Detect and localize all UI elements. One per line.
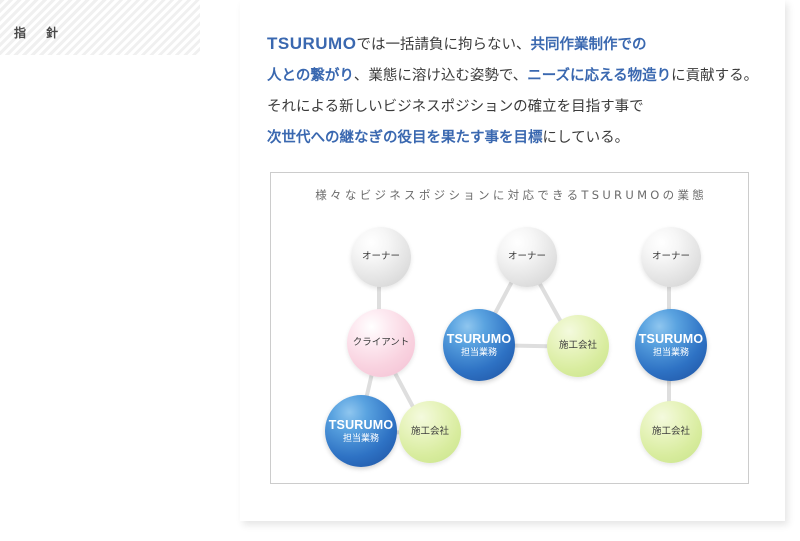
lead-line-4: 次世代への継なぎの役目を果たす事を目標にしている。	[267, 123, 767, 154]
node-tsurumo-sub: 担当業務	[342, 433, 379, 444]
lead-line-2: 人との繋がり、業態に溶け込む姿勢で、ニーズに応える物造りに貢献する。	[267, 61, 767, 92]
lead-line-4-text: にしている。	[542, 130, 630, 146]
node-builder-cluster3: 施工会社	[640, 401, 702, 463]
diagram-title: 様々なビジネスポジションに対応できるTSURUMOの業態	[315, 188, 708, 202]
node-builder-cluster1: 施工会社	[399, 401, 461, 463]
stripe-band-decoration	[0, 0, 200, 55]
node-tsurumo-cluster2: TSURUMO 担当業務	[443, 309, 515, 381]
node-owner-label: オーナー	[361, 250, 400, 262]
lead-line-1: TSURUMOでは一括請負に拘らない、共同作業制作での	[267, 28, 767, 61]
node-builder-label: 施工会社	[410, 425, 449, 437]
node-client-label: クライアント	[352, 336, 410, 348]
lead-line-3: それによる新しいビジネスポジションの確立を目指す事で	[267, 92, 767, 123]
section-title: 指 針	[14, 26, 63, 40]
diagram-panel: 様々なビジネスポジションに対応できるTSURUMOの業態 オーナー クライアント…	[270, 172, 749, 484]
node-tsurumo-cluster3: TSURUMO 担当業務	[635, 309, 707, 381]
node-tsurumo-cluster1: TSURUMO 担当業務	[325, 395, 397, 467]
node-client-cluster1: クライアント	[347, 309, 415, 377]
node-tsurumo-brand: TSURUMO	[638, 332, 704, 347]
brand-name-tsurumo: TSURUMO	[267, 34, 357, 53]
node-owner-label: オーナー	[651, 250, 690, 262]
diagram-canvas: オーナー クライアント TSURUMO 担当業務 施工会社 オーナー	[271, 173, 750, 485]
lead-line-2-emphasis-1: 人との繋がり	[267, 68, 354, 84]
node-tsurumo-brand: TSURUMO	[446, 332, 512, 347]
left-rail: 指 針	[0, 0, 240, 541]
lead-line-1-emphasis: 共同作業制作での	[530, 37, 647, 53]
node-builder-label: 施工会社	[558, 339, 597, 351]
content-card: TSURUMOでは一括請負に拘らない、共同作業制作での 人との繋がり、業態に溶け…	[240, 0, 785, 521]
node-owner-cluster2: オーナー	[497, 227, 557, 287]
node-tsurumo-sub: 担当業務	[460, 347, 497, 358]
lead-line-4-emphasis: 次世代への継なぎの役目を果たす事を目標	[267, 130, 543, 146]
node-builder-label: 施工会社	[651, 425, 690, 437]
node-owner-cluster3: オーナー	[641, 227, 701, 287]
lead-paragraph: TSURUMOでは一括請負に拘らない、共同作業制作での 人との繋がり、業態に溶け…	[267, 28, 767, 154]
node-tsurumo-brand: TSURUMO	[328, 418, 394, 433]
lead-line-1-text: では一括請負に拘らない、	[356, 37, 531, 53]
lead-line-2-text-b: に貢献する。	[671, 68, 759, 84]
node-tsurumo-sub: 担当業務	[652, 347, 689, 358]
node-builder-cluster2: 施工会社	[547, 315, 609, 377]
lead-line-2-text-a: 、業態に溶け込む姿勢で、	[353, 68, 528, 84]
lead-line-2-emphasis-2: ニーズに応える物造り	[527, 68, 672, 84]
node-owner-cluster1: オーナー	[351, 227, 411, 287]
node-owner-label: オーナー	[507, 250, 546, 262]
lead-line-3-text: それによる新しいビジネスポジションの確立を目指す事で	[267, 99, 644, 115]
